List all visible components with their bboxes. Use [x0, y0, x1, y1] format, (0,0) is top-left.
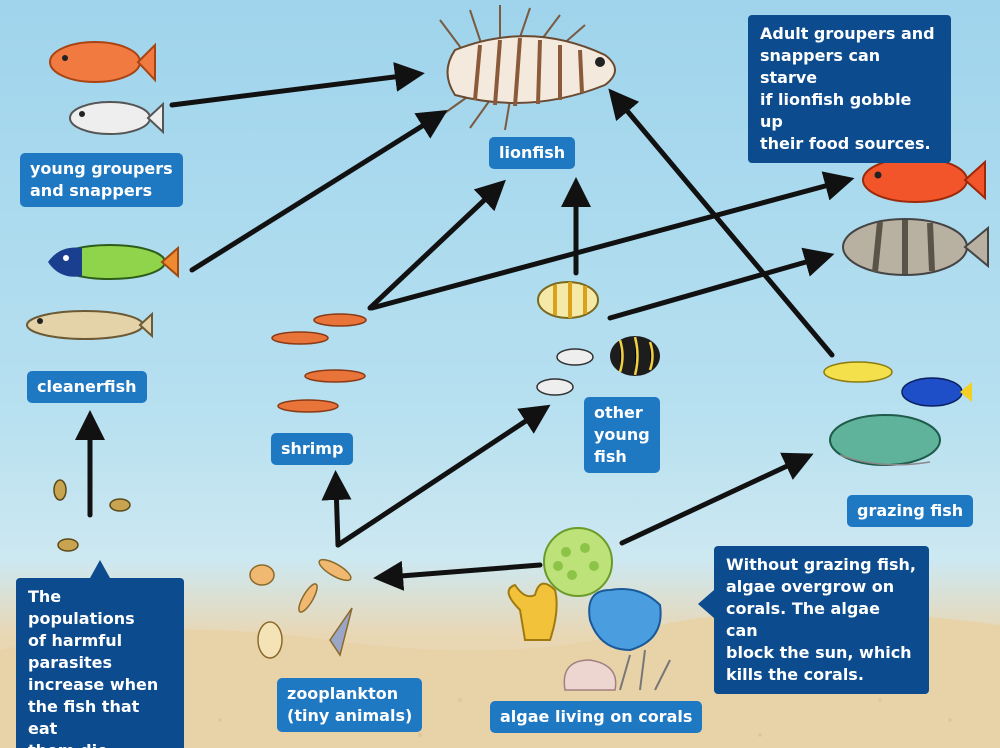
- arrow-young-groupers-to-lionfish: [169, 61, 425, 108]
- adult-grouper-illustration: [842, 218, 989, 276]
- butterflyfish-illustration: [537, 281, 599, 319]
- parasites-illustration: [53, 479, 131, 552]
- angelfish-illustration: [610, 336, 660, 376]
- arrow-shrimp-to-adult-snapper: [369, 171, 855, 311]
- adult-snapper-illustration: [862, 157, 986, 203]
- lionfish-illustration: [434, 5, 616, 131]
- shrimp-illustration: [271, 313, 367, 413]
- arrow-zooplankton-to-shrimp: [321, 470, 352, 548]
- callout-algae-overgrow: Without grazing fish, algae overgrow on …: [714, 546, 929, 694]
- arrow-grazing-fish-to-lionfish: [608, 88, 835, 358]
- wrasse-illustration: [48, 244, 179, 280]
- callout-adult-groupers-starve: Adult groupers and snappers can starve i…: [748, 15, 951, 163]
- arrow-algae-to-grazing-fish: [619, 452, 814, 546]
- small-striped-fish-illustrations: [536, 348, 594, 396]
- young-snapper-illustration: [49, 41, 156, 83]
- label-lionfish: lionfish: [489, 137, 576, 169]
- arrow-zooplankton-to-other-fish: [335, 404, 551, 548]
- label-other-young-fish: other young fish: [584, 397, 660, 473]
- arrow-cleanerfish-to-lionfish: [189, 110, 448, 273]
- zooplankton-illustration: [249, 558, 353, 659]
- food-web-arrows: [75, 61, 855, 591]
- young-grouper-illustration: [69, 101, 164, 135]
- arrow-other-fish-to-adult-grouper: [607, 247, 835, 321]
- grazing-fish-illustration: [823, 361, 972, 466]
- callout-grazing-pointer: [698, 590, 714, 618]
- arrow-shrimp-to-lionfish: [367, 179, 506, 311]
- coral-reef-illustration: [507, 527, 671, 691]
- label-shrimp: shrimp: [271, 433, 354, 465]
- goby-illustration: [26, 310, 153, 340]
- callout-parasites-increase: The populations of harmful parasites inc…: [16, 578, 184, 748]
- callout-parasites-pointer: [90, 560, 110, 578]
- label-algae-living-on-corals: algae living on corals: [490, 701, 703, 733]
- label-cleanerfish: cleanerfish: [27, 371, 147, 403]
- arrow-algae-to-zooplankton: [373, 560, 543, 591]
- label-zooplankton: zooplankton (tiny animals): [277, 678, 423, 732]
- label-young-groupers-and-snappers: young groupers and snappers: [20, 153, 183, 207]
- label-grazing-fish: grazing fish: [847, 495, 974, 527]
